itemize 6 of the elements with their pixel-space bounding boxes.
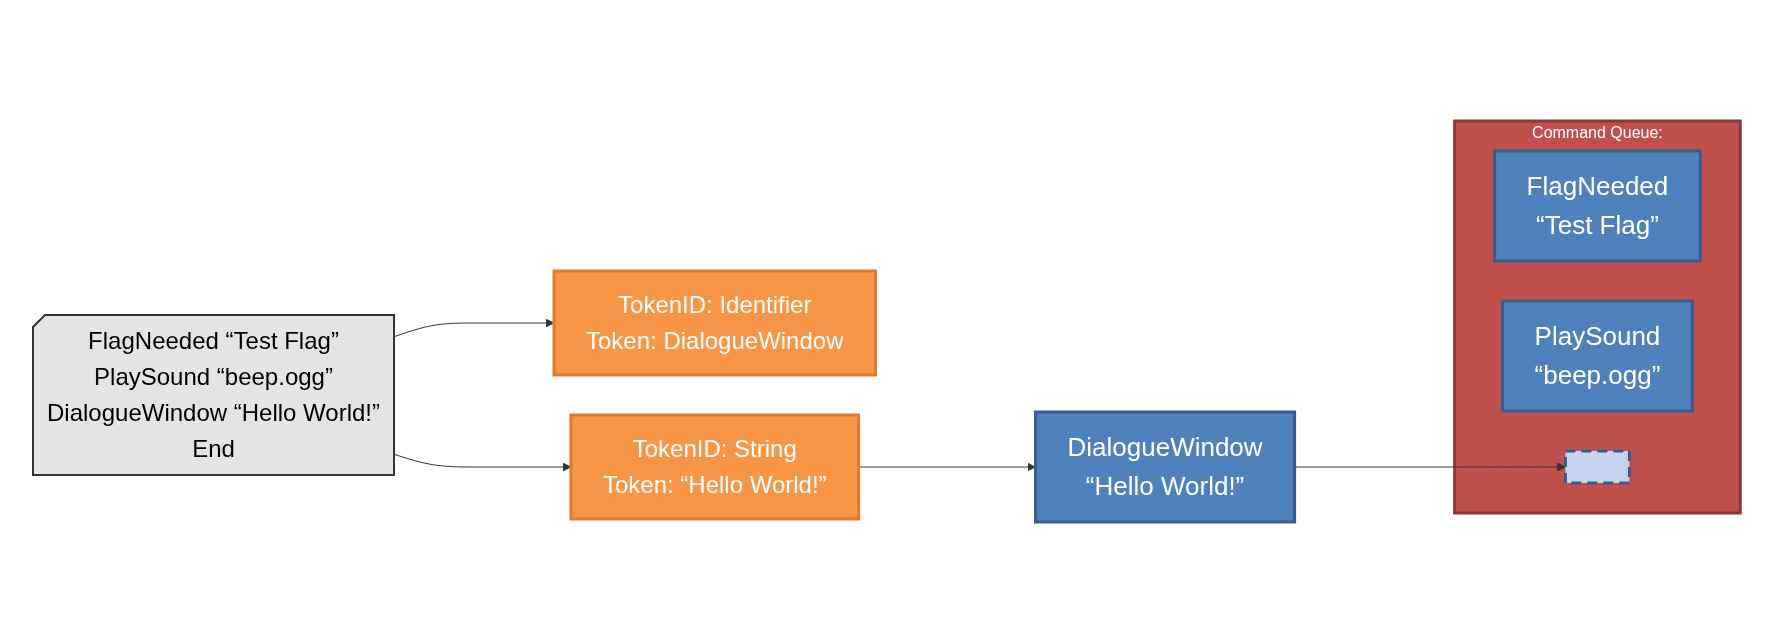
node-box: TokenID: Identifier Token: DialogueWindow bbox=[552, 269, 877, 376]
node-box bbox=[1563, 449, 1631, 484]
node-box: FlagNeeded “Test Flag” bbox=[1492, 149, 1702, 262]
node-box: DialogueWindow “Hello World!” bbox=[1033, 410, 1296, 523]
node-box: TokenID: String Token: “Hello World!” bbox=[569, 413, 860, 520]
node-box: PlaySound “beep.ogg” bbox=[1500, 299, 1694, 412]
